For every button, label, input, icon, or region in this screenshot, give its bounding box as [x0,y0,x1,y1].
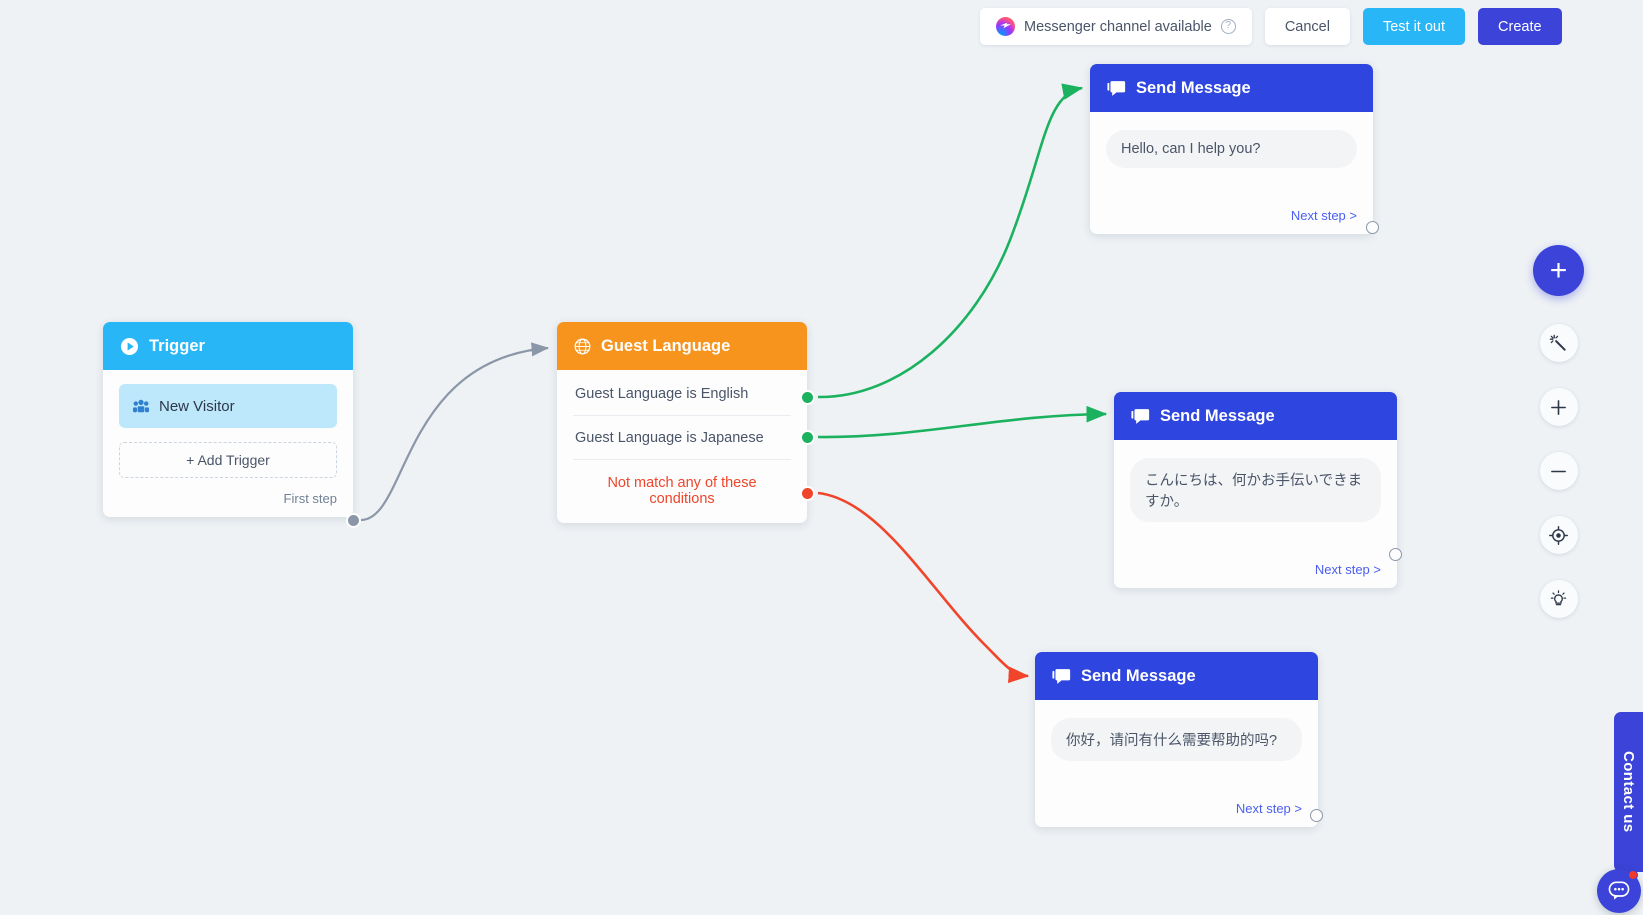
condition-port-no-match[interactable] [800,486,815,501]
chat-bubble-icon [1608,881,1630,900]
node-message-en-header: Send Message [1090,64,1373,112]
magic-wand-icon [1549,334,1566,351]
chat-icon [1052,668,1071,684]
add-node-button[interactable]: + [1533,245,1584,296]
trigger-first-step-label: First step [283,491,337,506]
recenter-button[interactable] [1539,516,1578,554]
messenger-channel-pill[interactable]: Messenger channel available ? [980,8,1252,45]
chat-icon [1131,408,1150,424]
node-send-message-japanese[interactable]: Send Message こんにちは、何かお手伝いできますか。 Next ste… [1114,392,1397,588]
recenter-icon [1549,525,1568,545]
node-message-en-title: Send Message [1136,78,1251,97]
cancel-button[interactable]: Cancel [1264,8,1350,45]
notification-dot [1628,870,1638,880]
message-ja-next-step[interactable]: Next step > [1314,562,1381,577]
zoom-out-icon [1551,470,1566,472]
message-en-next-step[interactable]: Next step > [1290,208,1357,223]
node-message-zh-body: 你好，请问有什么需要帮助的吗? [1035,700,1318,789]
node-message-ja-title: Send Message [1160,406,1275,425]
test-it-out-button[interactable]: Test it out [1362,8,1466,45]
chat-launcher-button[interactable] [1597,869,1641,913]
trigger-item-label: New Visitor [159,397,235,415]
edge-japanese-to-message-ja [817,405,1108,439]
trigger-item-new-visitor[interactable]: New Visitor [119,384,337,428]
node-guest-language[interactable]: Guest Language Guest Language is English… [557,322,807,523]
node-trigger-title: Trigger [149,336,205,355]
message-en-output-port[interactable] [1366,221,1379,234]
edge-english-to-message-en [817,83,1084,399]
chat-icon [1107,80,1126,96]
help-icon[interactable]: ? [1220,19,1236,34]
message-zh-output-port[interactable] [1310,809,1323,822]
message-zh-next-step[interactable]: Next step > [1235,801,1302,816]
node-message-zh-title: Send Message [1081,666,1196,685]
message-ja-bubble[interactable]: こんにちは、何かお手伝いできますか。 [1130,458,1381,522]
message-en-bubble[interactable]: Hello, can I help you? [1106,130,1357,168]
node-condition-title: Guest Language [601,336,731,355]
node-trigger[interactable]: Trigger New Visitor + Add Trigger First … [103,322,353,517]
node-trigger-header: Trigger [103,322,353,370]
node-message-ja-header: Send Message [1114,392,1397,440]
lightbulb-icon [1550,589,1567,605]
condition-row-no-match[interactable]: Not match any of these conditions [607,475,757,507]
node-message-zh-header: Send Message [1035,652,1318,700]
condition-row-japanese[interactable]: Guest Language is Japanese [573,416,791,460]
message-ja-output-port[interactable] [1389,548,1402,561]
node-condition-header: Guest Language [557,322,807,370]
contact-us-tab[interactable]: Contact us [1614,712,1643,872]
messenger-channel-label: Messenger channel available [1024,18,1212,35]
node-message-en-body: Hello, can I help you? [1090,112,1373,196]
canvas-toolbar: + [1533,245,1584,628]
add-trigger-button[interactable]: + Add Trigger [119,442,337,478]
zoom-in-button[interactable] [1539,388,1578,426]
node-send-message-english[interactable]: Send Message Hello, can I help you? Next… [1090,64,1373,234]
node-condition-body: Guest Language is English Guest Language… [557,370,807,523]
trigger-output-port[interactable] [346,513,361,528]
zoom-in-icon [1551,399,1566,415]
edge-nomatch-to-message-zh [817,491,1030,684]
create-button[interactable]: Create [1478,8,1562,45]
node-message-ja-body: こんにちは、何かお手伝いできますか。 [1114,440,1397,550]
node-send-message-chinese[interactable]: Send Message 你好，请问有什么需要帮助的吗? Next step > [1035,652,1318,827]
edge-trigger-to-condition [359,342,550,522]
condition-port-english[interactable] [800,390,815,405]
play-circle-icon [120,337,139,355]
condition-port-japanese[interactable] [800,430,815,445]
globe-icon [574,338,591,354]
node-trigger-body: New Visitor + Add Trigger [103,370,353,478]
users-icon [133,399,149,413]
magic-wand-icon-button[interactable] [1539,324,1578,362]
messenger-icon [996,17,1015,36]
top-toolbar: Messenger channel available ? Cancel Tes… [980,8,1562,45]
message-zh-bubble[interactable]: 你好，请问有什么需要帮助的吗? [1051,718,1302,761]
condition-row-english[interactable]: Guest Language is English [573,372,791,416]
zoom-out-button[interactable] [1539,452,1578,490]
tips-button[interactable] [1539,580,1578,618]
